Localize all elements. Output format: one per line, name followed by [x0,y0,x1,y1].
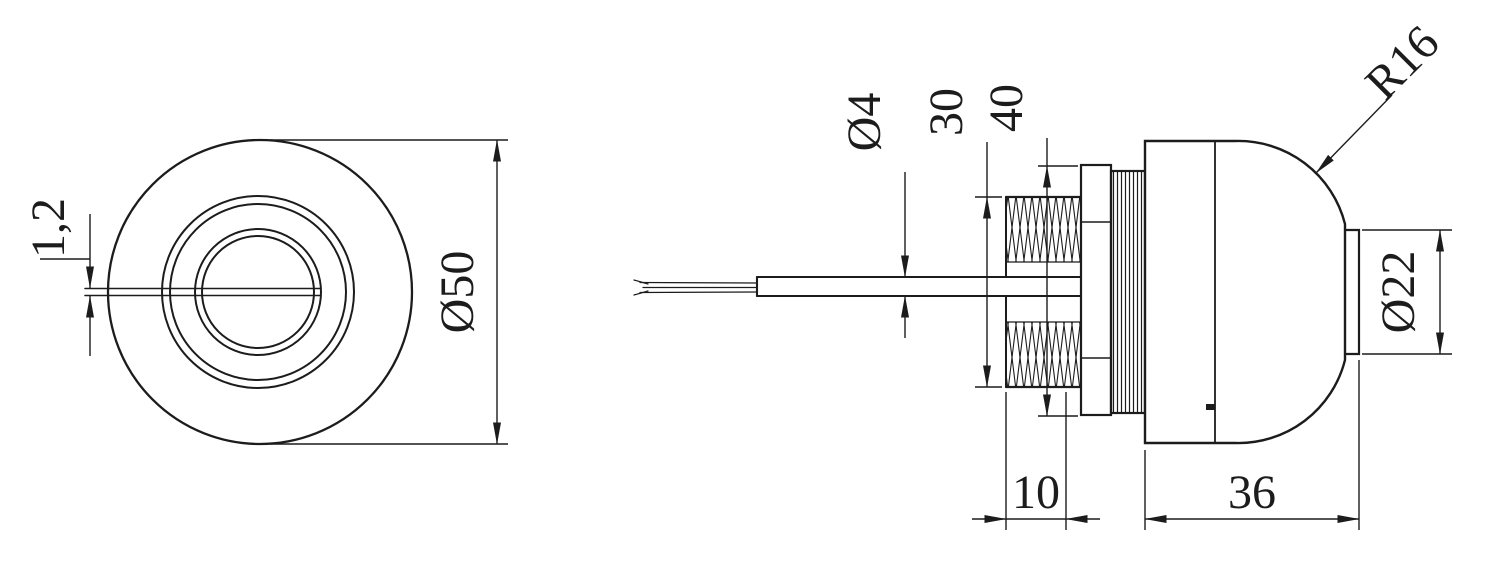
dim-outer-diameter-label: Ø50 [431,251,484,334]
dim-thread-length [972,392,1100,530]
threaded-stem [1004,195,1083,389]
dim-body-length [1144,360,1360,530]
lens-circle-outer [194,228,322,356]
dome-body [1143,139,1361,445]
dim-thread-diameter [975,142,1002,388]
knurled-ring [1109,169,1147,415]
dim-slot-width-label: 1,2 [22,198,75,258]
dimension-lines [40,94,1452,530]
cable-jacket [755,275,1083,298]
dim-slot-width [40,214,94,356]
side-view [633,139,1361,445]
rear-boss [1343,228,1361,356]
dim-outer-diameter [270,139,508,445]
front-view [84,138,414,446]
dim-boss-diameter [1362,229,1452,355]
dim-body-length-label: 36 [1228,466,1276,519]
dim-boss-diameter-label: Ø22 [1372,251,1425,334]
wire-strands [633,279,758,296]
parting-mark [1206,404,1215,410]
outer-body-circle [106,138,414,446]
dim-cable-diameter-label: Ø4 [838,93,891,152]
dim-flange-diameter-label: 40 [980,84,1033,132]
hex-nut [1079,163,1113,417]
bezel-circle-outer [161,195,355,389]
dim-thread-diameter-label: 30 [920,88,973,136]
dim-thread-length-label: 10 [1012,466,1060,519]
lens-circle-inner [201,235,315,349]
dim-flange-diameter [1038,138,1078,417]
dim-dome-radius-leader [1315,94,1393,174]
bezel-circle-inner [169,203,347,381]
